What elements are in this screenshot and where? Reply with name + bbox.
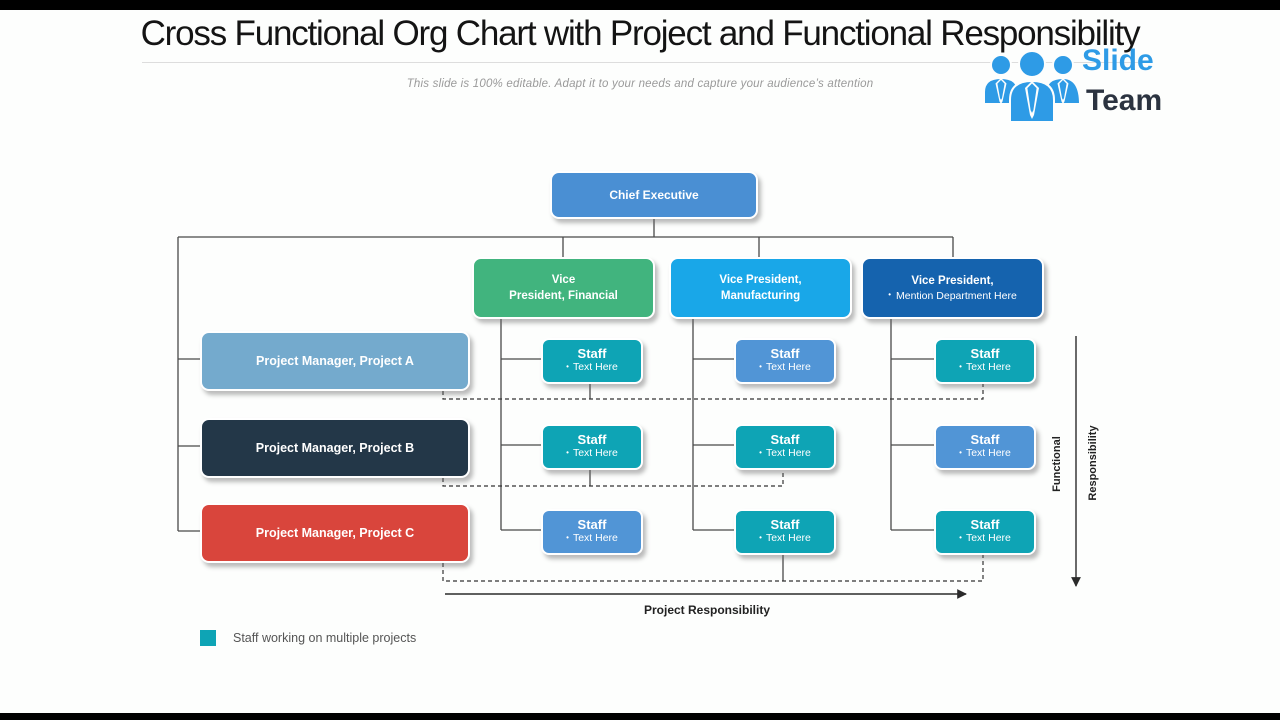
logo-word-team: Team	[1086, 84, 1163, 117]
legend-swatch	[200, 630, 216, 646]
vp-manufacturing-line2: Manufacturing	[720, 290, 801, 302]
bullet-glyph: •	[959, 448, 962, 458]
solid-hierarchy-lines	[177, 215, 954, 581]
bullet-glyph: •	[759, 448, 762, 458]
project-manager-a-label: Project Manager, Project A	[256, 354, 414, 368]
vp-department-line2: •Mention Department Here	[888, 289, 1017, 302]
staff-box-r3c2: Staff •Text Here	[734, 509, 836, 555]
staff-box-r2c1: Staff •Text Here	[541, 424, 643, 470]
bullet-glyph: •	[759, 533, 762, 543]
bottom-letterbox-bar	[0, 713, 1280, 720]
chief-executive-label: Chief Executive	[609, 188, 699, 202]
slideteam-logo: Slide Team	[980, 44, 1180, 124]
project-manager-b-box: Project Manager, Project B	[200, 418, 470, 478]
staff-box-r1c3: Staff •Text Here	[934, 338, 1036, 384]
vp-financial-box: Vice President, Financial	[472, 257, 655, 319]
staff-box-r1c1: Staff •Text Here	[541, 338, 643, 384]
project-manager-c-box: Project Manager, Project C	[200, 503, 470, 563]
vp-financial-line1: Vice	[551, 273, 576, 286]
responsibility-label: Responsibility	[1087, 425, 1099, 501]
legend: Staff working on multiple projects	[200, 630, 416, 646]
functional-label: Functional	[1051, 436, 1063, 492]
title-divider	[142, 62, 1138, 63]
bullet-glyph: •	[888, 289, 891, 299]
legend-label: Staff working on multiple projects	[233, 631, 417, 645]
staff-box-r2c2: Staff •Text Here	[734, 424, 836, 470]
chief-executive-box: Chief Executive	[550, 171, 758, 219]
project-manager-b-label: Project Manager, Project B	[255, 441, 415, 455]
bullet-glyph: •	[959, 533, 962, 543]
subtitle-text: This slide is 100% editable. Adapt it to…	[406, 78, 874, 90]
bullet-glyph: •	[566, 362, 569, 372]
bullet-glyph: •	[566, 448, 569, 458]
vp-manufacturing-line1: Vice President,	[719, 273, 802, 286]
logo-word-slide: Slide	[1082, 44, 1154, 77]
page-title: Cross Functional Org Chart with Project …	[140, 14, 1141, 53]
project-responsibility-label: Project Responsibility	[643, 603, 771, 617]
project-manager-a-box: Project Manager, Project A	[200, 331, 470, 391]
vp-financial-line2: President, Financial	[509, 290, 618, 302]
logo-people-icon	[983, 50, 1082, 123]
bullet-glyph: •	[959, 362, 962, 372]
top-letterbox-bar	[0, 0, 1280, 10]
axis-arrows	[445, 336, 1081, 599]
project-manager-c-label: Project Manager, Project C	[255, 526, 415, 540]
staff-box-r1c2: Staff •Text Here	[734, 338, 836, 384]
bullet-glyph: •	[566, 533, 569, 543]
vp-department-box: Vice President, •Mention Department Here	[861, 257, 1044, 319]
bullet-glyph: •	[759, 362, 762, 372]
vp-manufacturing-box: Vice President, Manufacturing	[669, 257, 852, 319]
staff-box-r3c3: Staff •Text Here	[934, 509, 1036, 555]
staff-box-r3c1: Staff •Text Here	[541, 509, 643, 555]
dashed-project-lines	[442, 384, 984, 582]
staff-box-r2c3: Staff •Text Here	[934, 424, 1036, 470]
vp-department-line1: Vice President,	[911, 274, 994, 287]
